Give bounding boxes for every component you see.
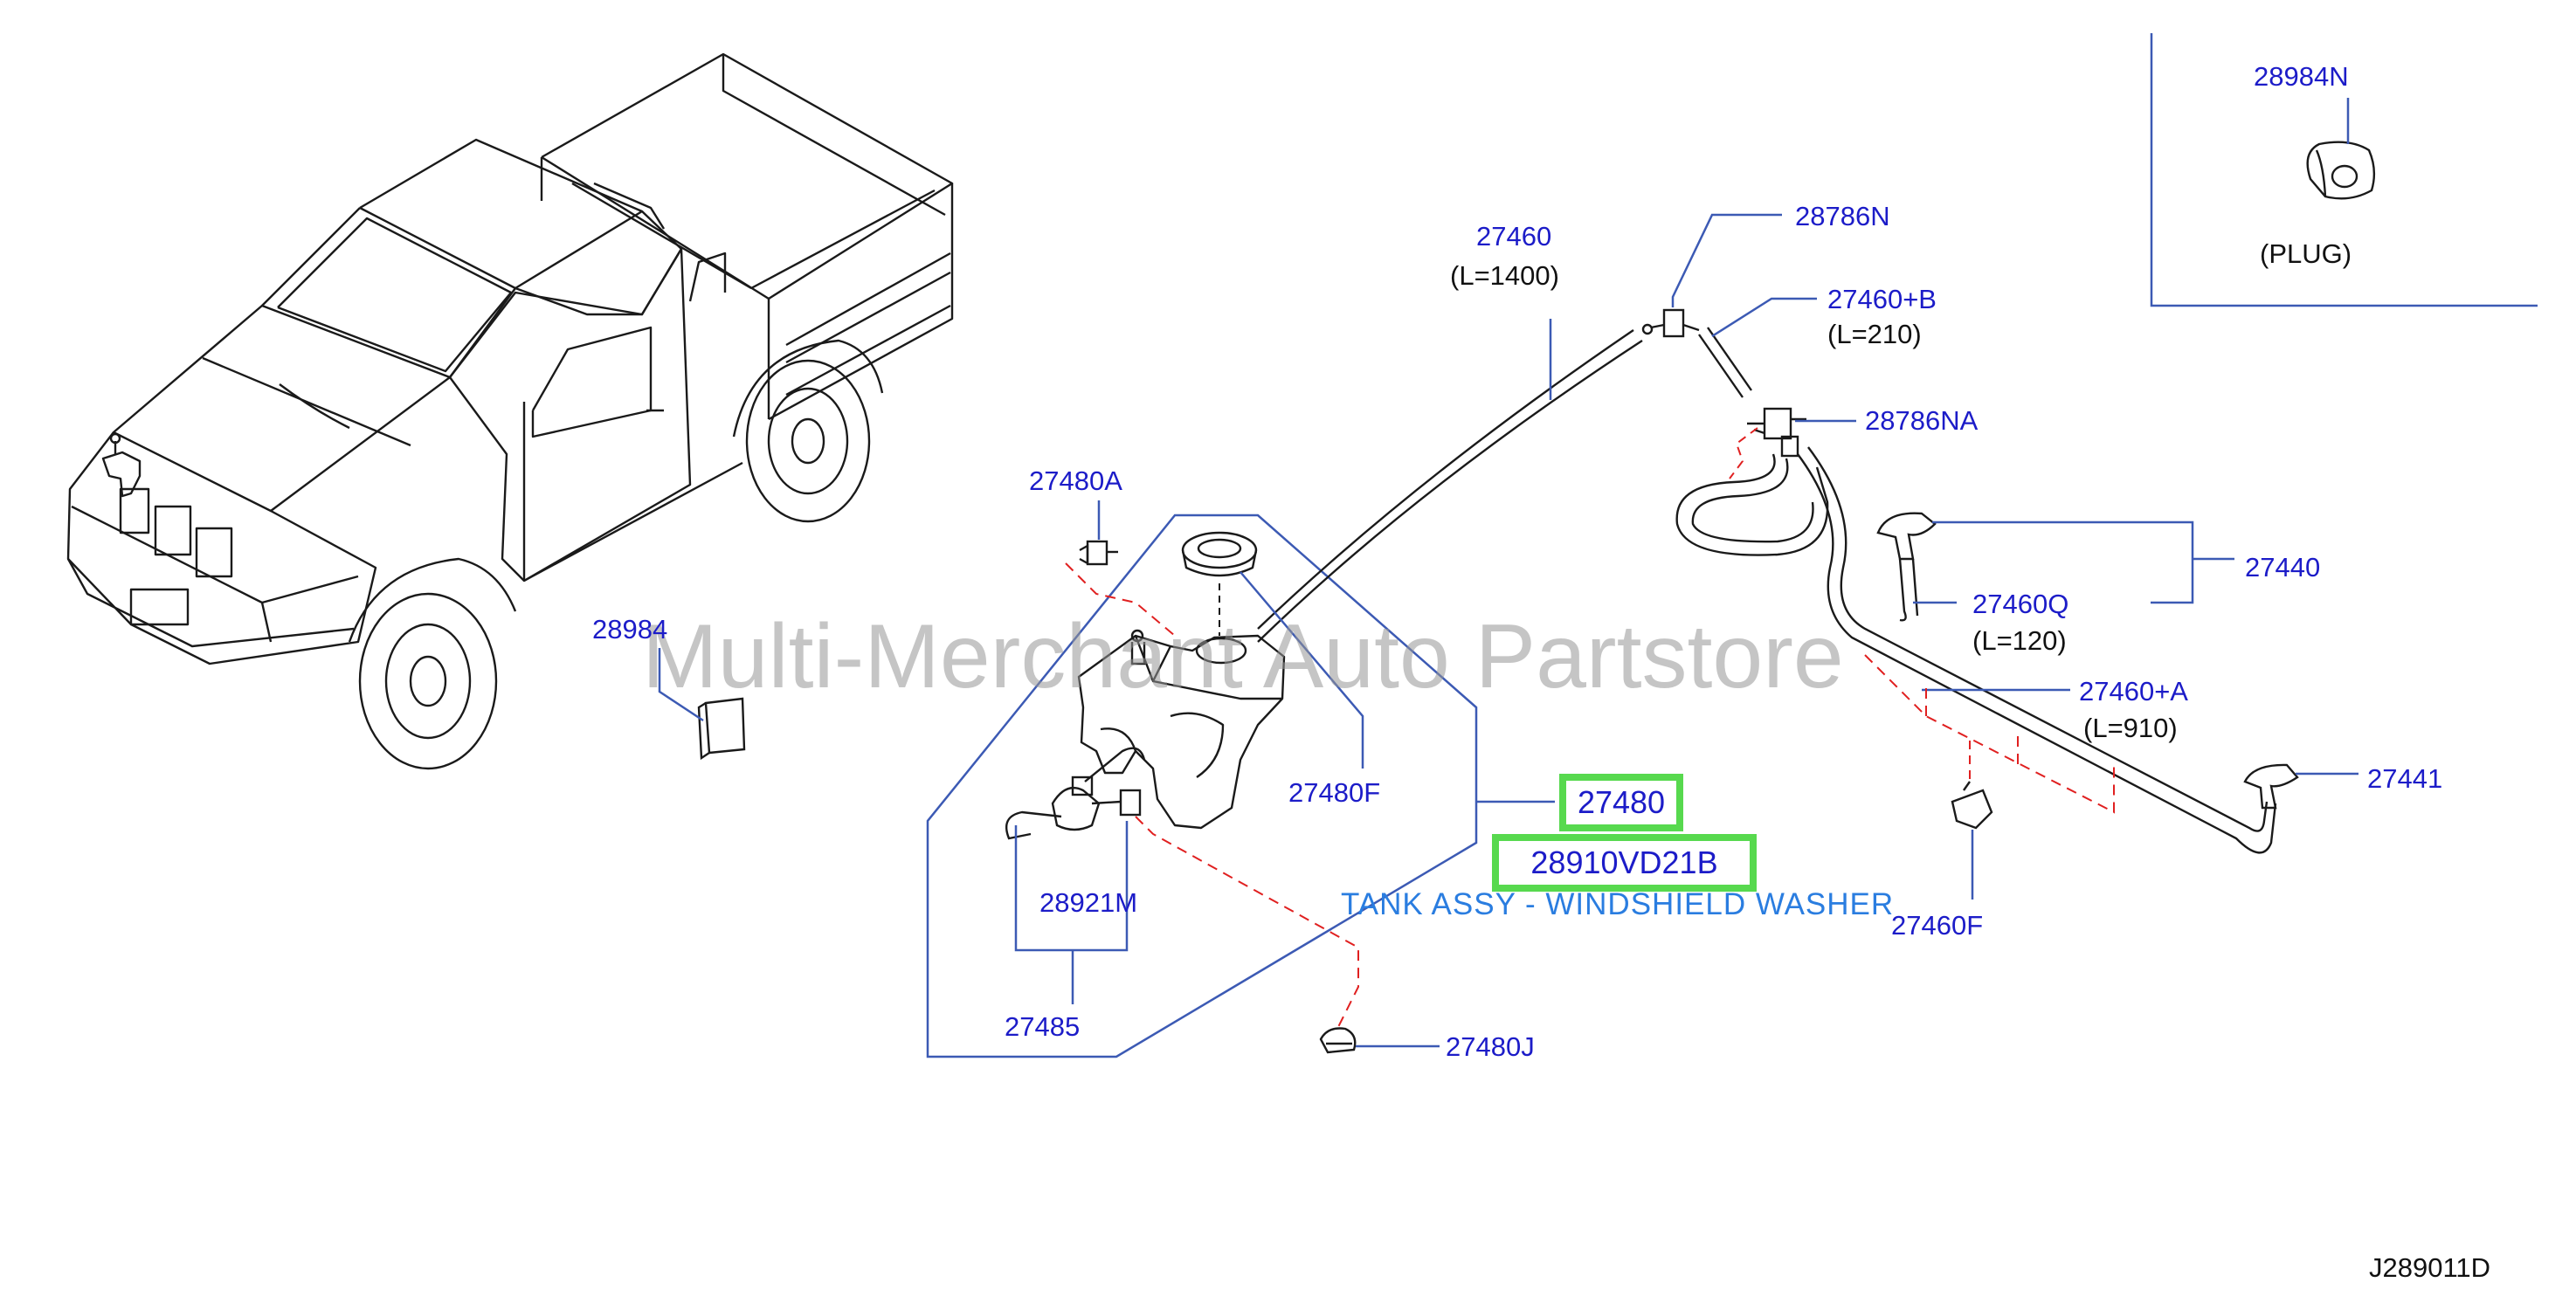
guide-27480A — [1065, 562, 1176, 637]
clip-27460F — [1951, 781, 1993, 830]
pickup-truck-drawing — [66, 52, 954, 770]
leader-27460B — [1711, 297, 1817, 338]
guide-28786NA — [1729, 427, 1758, 479]
clip-27480J — [1319, 1027, 1357, 1054]
highlight-27480[interactable]: 27480 — [1559, 774, 1683, 831]
label-27460B-length: (L=210) — [1827, 319, 1922, 349]
label-27460[interactable]: 27460 — [1476, 221, 1552, 252]
plug-part — [2306, 141, 2376, 200]
washer-tank — [1077, 531, 1286, 830]
label-27460A-length: (L=910) — [2083, 713, 2178, 743]
label-27460Q-length: (L=120) — [1972, 625, 2067, 656]
washer-pump — [1005, 629, 1146, 840]
leader-28786N — [1671, 213, 1782, 307]
label-plug: (PLUG) — [2260, 238, 2352, 269]
guide-27460A — [1864, 654, 2115, 814]
label-27460F[interactable]: 27460F — [1891, 910, 1984, 941]
diagram-code: J289011D — [2369, 1252, 2491, 1283]
hose-loop — [1675, 453, 1829, 556]
label-27480F[interactable]: 27480F — [1288, 777, 1381, 808]
part-number: 28910VD21B — [1530, 844, 1718, 880]
label-27480: 27480 — [1577, 784, 1666, 820]
hose-27460 — [1257, 339, 1643, 643]
filler-cap — [1181, 531, 1258, 569]
label-28786NA[interactable]: 28786NA — [1865, 405, 1979, 436]
label-27480J[interactable]: 27480J — [1446, 1031, 1535, 1062]
label-27440[interactable]: 27440 — [2245, 552, 2321, 583]
leader-27480F — [1240, 571, 1364, 769]
leader-27485 — [1014, 825, 1129, 952]
nozzle-27440 — [1876, 512, 1937, 622]
bolt-27480A — [1079, 540, 1118, 566]
label-28921M[interactable]: 28921M — [1039, 887, 1138, 918]
label-28984[interactable]: 28984 — [592, 614, 668, 645]
label-28786N[interactable]: 28786N — [1795, 201, 1890, 231]
label-27460Q[interactable]: 27460Q — [1972, 589, 2069, 619]
guide-27480J — [1135, 816, 1359, 1031]
label-28984N[interactable]: 28984N — [2254, 61, 2349, 92]
hose-27460A — [1797, 453, 2277, 854]
plug-inset-frame — [2150, 33, 2538, 307]
leader-27440 — [1932, 520, 2194, 604]
leader-28984 — [658, 648, 704, 722]
part-description: TANK ASSY - WINDSHIELD WASHER — [1341, 887, 1895, 921]
label-27441[interactable]: 27441 — [2367, 763, 2443, 794]
label-27460-length: (L=1400) — [1450, 260, 1559, 291]
highlight-part-number[interactable]: 28910VD21B — [1492, 834, 1757, 892]
part-28984 — [697, 697, 746, 761]
tank-assembly-outline — [926, 514, 1478, 1058]
connector-28786N — [1641, 308, 1700, 338]
label-27460B[interactable]: 27460+B — [1827, 284, 1937, 314]
valve-28786NA — [1747, 407, 1806, 458]
watermark: Multi-Merchant Auto Partstore — [642, 606, 1844, 707]
nozzle-27441 — [2243, 763, 2299, 810]
hose-27460B — [1698, 334, 1744, 398]
label-27485[interactable]: 27485 — [1005, 1011, 1081, 1042]
label-27480A[interactable]: 27480A — [1029, 465, 1122, 496]
label-27460A[interactable]: 27460+A — [2079, 676, 2188, 707]
truck-tank-location — [101, 432, 142, 498]
